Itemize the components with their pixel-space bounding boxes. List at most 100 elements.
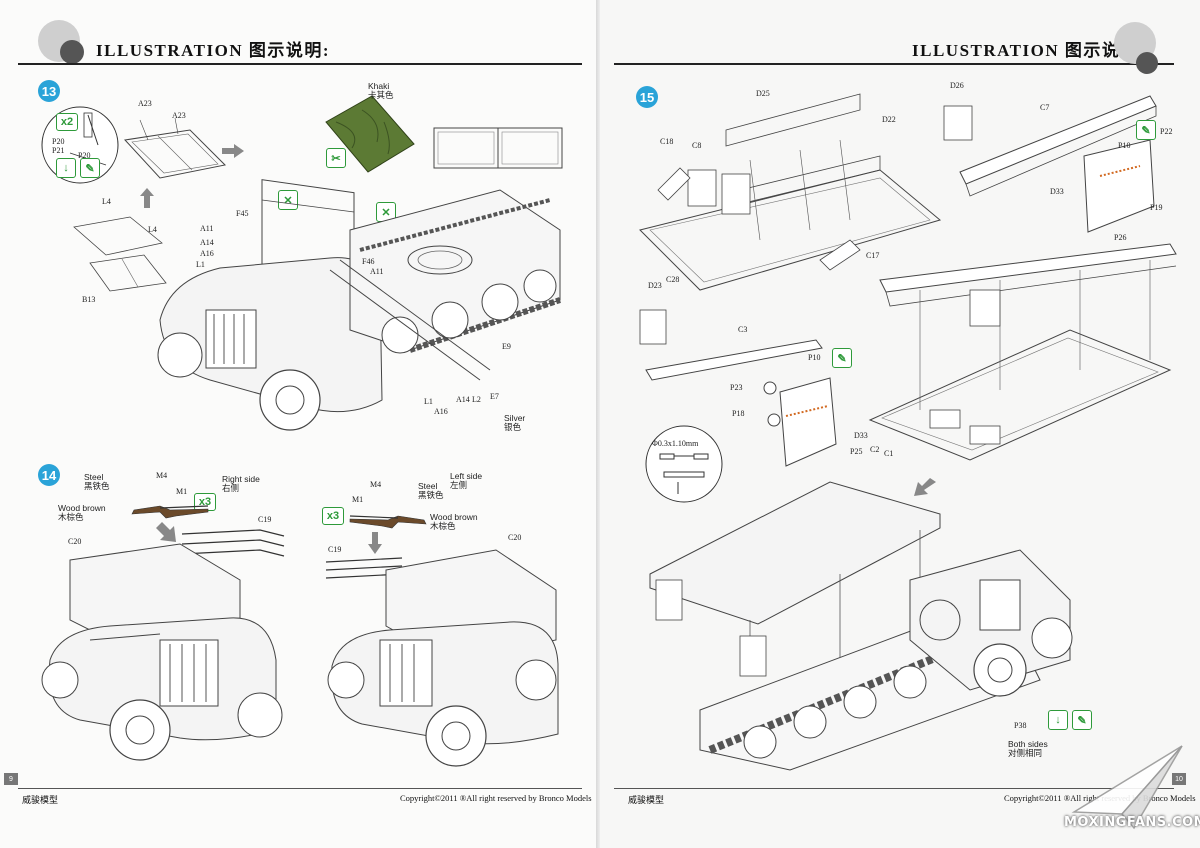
brand-name: 威骏模型 <box>628 795 665 805</box>
cut-icon: ✂ <box>326 148 346 168</box>
paint-icon: ✎ <box>832 348 852 368</box>
paint-icon: ✎ <box>1072 710 1092 730</box>
rear-plate-detail-mid <box>763 377 837 467</box>
part-label: C19 <box>328 545 342 554</box>
paint-icon: ✎ <box>1136 120 1156 140</box>
part-label: A16 <box>200 249 214 258</box>
part-label: P10 <box>808 353 821 362</box>
page-title: ILLUSTRATION 图示说明: <box>96 41 331 60</box>
wire-detail-circle <box>645 425 723 503</box>
glue-icon: ↓ <box>1048 710 1068 730</box>
wire-dimension: Φ0.3x1.10mm <box>652 439 699 448</box>
part-label: D26 <box>950 81 964 90</box>
khaki-canvas-roll <box>325 95 415 173</box>
part-label: L4 <box>148 225 157 234</box>
glue-icon: ↓ <box>56 158 76 178</box>
part-label: D33 <box>1050 187 1064 196</box>
part-label: P20 <box>52 137 65 146</box>
watermark-text: MOXINGFANS.COM <box>1064 815 1200 830</box>
part-label: D25 <box>756 89 770 98</box>
part-label: F46 <box>362 257 375 266</box>
part-label: L2 <box>472 395 481 404</box>
part-label: D33 <box>854 431 868 440</box>
header-decoration-dark <box>1136 52 1158 74</box>
part-label: M4 <box>156 471 168 480</box>
paper-plane-watermark-icon <box>1071 745 1183 830</box>
part-label: A14 <box>200 238 214 247</box>
right-page: ILLUSTRATION 图示说明: 15 D25 D22 C8 C18 C28… <box>600 0 1200 848</box>
part-label: A16 <box>434 407 448 416</box>
page-number: 9 <box>4 773 18 785</box>
part-label: M4 <box>370 480 382 489</box>
part-label: C17 <box>866 251 880 260</box>
part-label: P38 <box>1014 721 1027 730</box>
page-number: 10 <box>1172 773 1186 785</box>
part-label: C28 <box>666 275 680 284</box>
header-decoration-dark <box>60 40 84 64</box>
part-label: P25 <box>850 447 863 456</box>
part-label: L1 <box>196 260 205 269</box>
halftrack-drawing-step15 <box>649 481 1073 771</box>
part-label: A23 <box>172 111 186 120</box>
part-label: C7 <box>1040 103 1050 112</box>
left-page: ILLUSTRATION 图示说明: 13 x2 ↓ ✎ P20 P21 P20… <box>0 0 600 848</box>
panel-l4-drawing <box>73 216 167 292</box>
part-label: E9 <box>502 342 511 351</box>
part-label: C2 <box>870 445 880 454</box>
step-15-badge: 15 <box>636 86 658 108</box>
arrow-up-icon <box>140 188 154 208</box>
part-label: C8 <box>692 141 702 150</box>
part-label: M1 <box>176 487 188 496</box>
part-label: A14 <box>456 395 470 404</box>
paint-icon: ✎ <box>80 158 100 178</box>
rifle-left-drawing <box>349 515 427 529</box>
footer-rule <box>614 788 1174 789</box>
step-13-badge: 13 <box>38 80 60 102</box>
arrow-down-right-icon <box>156 522 176 542</box>
halftrack-drawing-step14-left <box>327 549 559 767</box>
halftrack-drawing-step14-right <box>41 543 283 761</box>
frame-assembly-lower <box>868 243 1177 461</box>
step-14-badge: 14 <box>38 464 60 486</box>
brand-name: 威骏模型 <box>22 795 59 805</box>
rifles-rack-right <box>181 529 285 557</box>
part-label: L1 <box>424 397 433 406</box>
part-label: C20 <box>68 537 82 546</box>
part-label: A11 <box>370 267 384 276</box>
part-label: P10 <box>1118 141 1131 150</box>
arrow-right-icon <box>222 144 244 158</box>
header-rule <box>18 63 582 65</box>
part-label: C20 <box>508 533 522 542</box>
qty-x3-icon: x3 <box>322 507 344 525</box>
part-label: B13 <box>82 295 96 304</box>
part-label: D23 <box>648 281 662 290</box>
part-label: F45 <box>236 209 249 218</box>
footer-rule <box>18 788 582 789</box>
part-label: P22 <box>1160 127 1173 136</box>
part-label: A11 <box>200 224 214 233</box>
part-label: P19 <box>1150 203 1163 212</box>
rifle-right-drawing <box>131 505 209 519</box>
frame-assembly-top <box>639 93 942 291</box>
canopy-frame-drawing <box>123 117 227 179</box>
part-label: E7 <box>490 392 499 401</box>
part-label: P18 <box>732 409 745 418</box>
part-label: P20 <box>78 151 91 160</box>
side-rail-c3 <box>639 309 823 381</box>
qty-x2-icon: x2 <box>56 113 78 131</box>
rear-plate-detail-top <box>1083 139 1155 233</box>
part-label: L4 <box>102 197 111 206</box>
part-label: P23 <box>730 383 743 392</box>
part-label: M1 <box>352 495 364 504</box>
part-label: A23 <box>138 99 152 108</box>
side-rail-c7 <box>943 95 1157 197</box>
arrow-down-icon <box>368 532 382 554</box>
